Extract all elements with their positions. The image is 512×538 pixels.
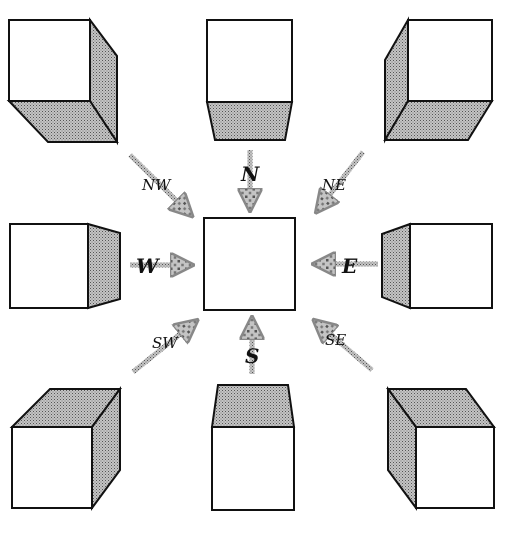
center-square bbox=[203, 217, 296, 311]
label-northeast: NE bbox=[322, 176, 347, 194]
label-west: W bbox=[136, 254, 159, 278]
cube-southwest bbox=[9, 385, 122, 512]
label-east: E bbox=[342, 254, 358, 278]
label-south: S bbox=[245, 344, 260, 368]
label-north: N bbox=[241, 162, 260, 186]
cube-east bbox=[381, 222, 493, 310]
cube-northwest bbox=[6, 17, 119, 146]
cube-south bbox=[210, 384, 296, 511]
label-northwest: NW bbox=[142, 176, 171, 194]
cube-northeast bbox=[383, 16, 494, 144]
cube-west bbox=[9, 222, 121, 310]
arrow-northeast bbox=[318, 150, 365, 210]
arrow-southeast bbox=[316, 322, 374, 372]
arrow-northwest bbox=[128, 153, 190, 214]
label-southeast: SE bbox=[325, 331, 347, 349]
cube-north bbox=[205, 19, 294, 141]
arrow-southwest bbox=[131, 322, 195, 374]
label-southwest: SW bbox=[152, 334, 178, 352]
cube-southeast bbox=[386, 385, 496, 512]
